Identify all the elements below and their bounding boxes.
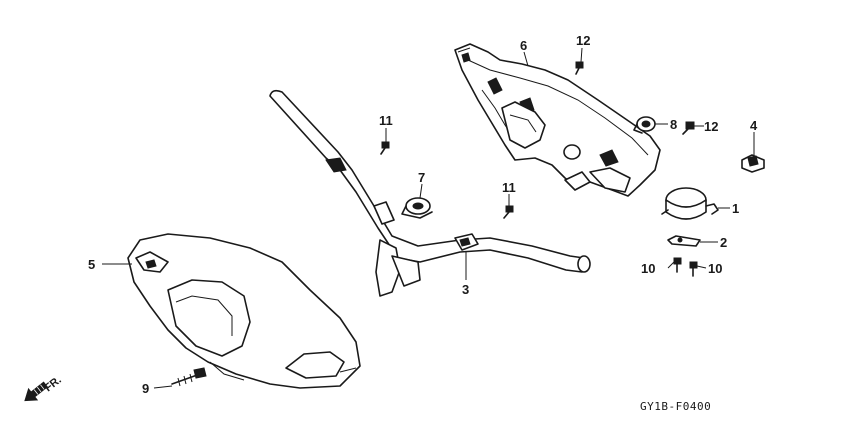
callout-5: 5	[88, 257, 95, 272]
callout-9: 9	[142, 381, 149, 396]
callout-2: 2	[720, 235, 727, 250]
leader-lines	[102, 47, 755, 389]
direction-label: FR.	[42, 374, 63, 394]
front-arrow-icon	[24, 381, 49, 402]
callout-7: 7	[418, 170, 425, 185]
part-11-screw-upper[interactable]	[380, 141, 390, 155]
callout-4: 4	[750, 118, 758, 133]
callout-12-upper: 12	[576, 33, 590, 48]
part-2-bracket[interactable]	[667, 235, 701, 247]
callout-10-right: 10	[708, 261, 722, 276]
callouts: 1 2 3 4 5 6 7 8 9 10 10 11 11 12 12	[88, 33, 758, 396]
part-9-screw[interactable]	[171, 367, 207, 387]
part-1-horn[interactable]	[661, 187, 719, 220]
part-4-clip[interactable]	[741, 154, 765, 173]
part-10-bolt-right[interactable]	[689, 261, 698, 277]
part-10-bolt-left[interactable]	[673, 257, 682, 273]
part-6-rear-cover[interactable]	[454, 43, 661, 197]
callout-11-upper: 11	[379, 113, 393, 128]
callout-11-lower: 11	[502, 180, 516, 195]
callout-3: 3	[462, 282, 469, 297]
part-8-grommet[interactable]	[633, 116, 656, 134]
part-11-screw-lower[interactable]	[503, 205, 514, 219]
drawing-code: GY1B-F0400	[640, 400, 711, 413]
part-12-screw-lower[interactable]	[682, 121, 695, 135]
callout-10-left: 10	[641, 261, 655, 276]
callout-8: 8	[670, 117, 677, 132]
front-direction-indicator: FR.	[24, 374, 64, 402]
part-12-screw-upper[interactable]	[575, 61, 584, 75]
part-7-grommet[interactable]	[401, 197, 433, 219]
part-3-handlebar[interactable]	[269, 89, 591, 297]
part-5-front-cover[interactable]	[127, 233, 361, 389]
callout-12-lower: 12	[704, 119, 718, 134]
callout-6: 6	[520, 38, 527, 53]
callout-1: 1	[732, 201, 739, 216]
